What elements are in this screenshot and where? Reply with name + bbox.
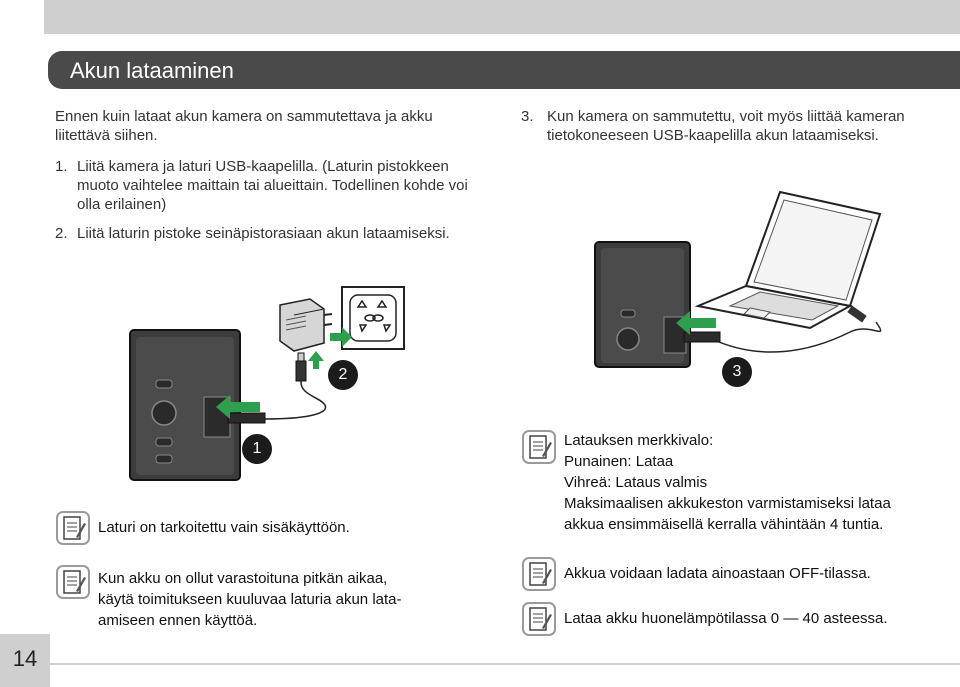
badge-step-1: 1 xyxy=(242,434,272,464)
charger-adapter xyxy=(279,298,333,352)
badge-step-2: 2 xyxy=(328,360,358,390)
badge-step-3: 3 xyxy=(722,357,752,387)
note-icon xyxy=(56,511,90,545)
usb-insert-arrow xyxy=(216,395,260,419)
usb-cable xyxy=(709,305,882,353)
plug-arrow xyxy=(330,327,352,347)
intro-column: Ennen kuin lataat akun kamera on sammute… xyxy=(55,107,485,243)
step-text: Liitä laturin pistoke seinäpistorasiaan … xyxy=(77,225,450,242)
step-number: 1. xyxy=(55,158,68,175)
usb-plug xyxy=(264,352,327,420)
usb-insert-arrow xyxy=(676,311,716,335)
camera-charger-illustration xyxy=(129,286,405,481)
intro-text: Ennen kuin lataat akun kamera on sammute… xyxy=(55,108,433,144)
camera-body xyxy=(594,241,721,368)
laptop xyxy=(694,190,882,330)
note-indoor-use: Laturi on tarkoitettu vain sisäkäyttöön. xyxy=(56,511,476,545)
step-number: 3. xyxy=(521,108,534,125)
note-text: Akkua voidaan ladata ainoastaan OFF-tila… xyxy=(564,565,871,582)
note-off-mode: Akkua voidaan ladata ainoastaan OFF-tila… xyxy=(522,557,958,591)
step-3: 3. Kun kamera on sammutettu, voit myös l… xyxy=(521,107,941,145)
note-icon xyxy=(56,565,90,599)
step-number: 2. xyxy=(55,225,68,242)
camera-laptop-illustration xyxy=(594,190,882,368)
top-gray-bar xyxy=(44,0,960,34)
wall-outlet xyxy=(341,286,405,350)
section-title: Akun lataaminen xyxy=(70,58,234,83)
note-icon xyxy=(522,557,556,591)
note-text: Laturi on tarkoitettu vain sisäkäyttöön. xyxy=(98,519,350,536)
note-icon xyxy=(522,430,556,464)
note-charge-indicator: Latauksen merkkivalo: Punainen: Lataa Vi… xyxy=(522,430,958,535)
camera-body xyxy=(129,329,266,481)
usb-arrow xyxy=(308,351,324,369)
step-text: Kun kamera on sammutettu, voit myös liit… xyxy=(547,108,905,144)
step-2: 2. Liitä laturin pistoke seinäpistorasia… xyxy=(55,224,485,243)
step-1: 1. Liitä kamera ja laturi USB-kaapelilla… xyxy=(55,157,485,214)
note-text: Latauksen merkkivalo: Punainen: Lataa Vi… xyxy=(564,432,891,533)
note-text: Kun akku on ollut varastoituna pitkän ai… xyxy=(98,570,402,629)
step-text: Liitä kamera ja laturi USB-kaapelilla. (… xyxy=(77,158,468,213)
section-header: Akun lataaminen xyxy=(48,51,960,89)
page-number-box: 14 xyxy=(0,634,50,687)
page-number: 14 xyxy=(12,646,38,671)
note-temperature: Lataa akku huonelämpötilassa 0 — 40 aste… xyxy=(522,602,958,636)
note-text: Lataa akku huonelämpötilassa 0 — 40 aste… xyxy=(564,610,888,627)
note-icon xyxy=(522,602,556,636)
note-long-storage: Kun akku on ollut varastoituna pitkän ai… xyxy=(56,565,476,631)
bottom-rule xyxy=(50,663,960,665)
